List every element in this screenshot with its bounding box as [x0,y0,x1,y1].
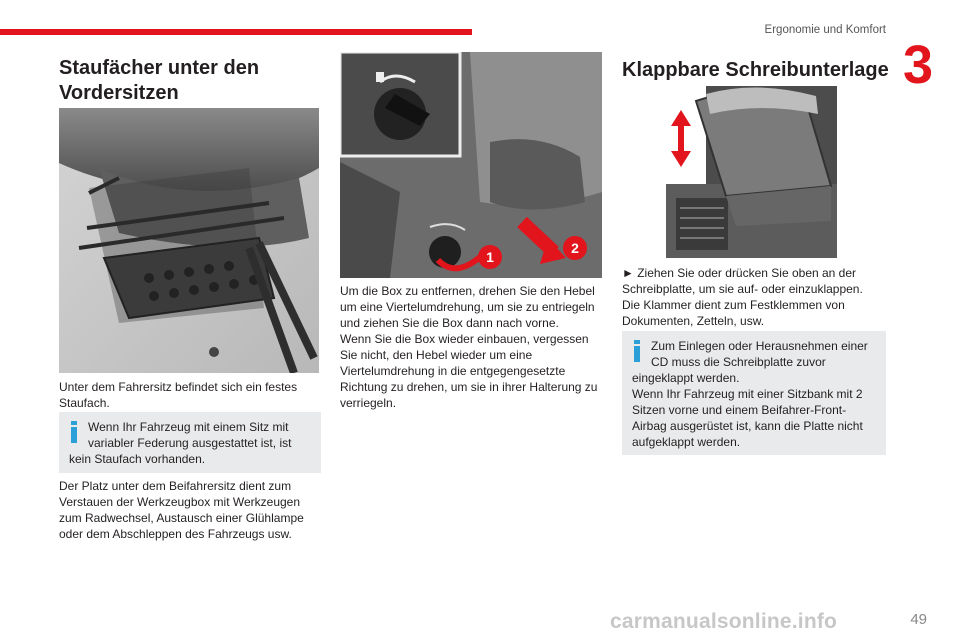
toolbox-illustration: 1 2 [340,52,602,278]
callout-1-label: 1 [486,249,494,265]
right-info-box: Zum Einlegen oder Herausnehmen einer CD … [622,331,886,455]
info-icon [631,340,643,362]
right-paragraph-2: Die Klammer dient zum Festklemmen von Do… [622,298,845,328]
left-info-box: Wenn Ihr Fahrzeug mit einem Sitz mit var… [59,412,321,473]
heading-writing-board: Klappbare Schreibunterlage [622,59,889,81]
section-title: Ergonomie und Komfort [764,24,886,36]
right-info-text-1: Zum Einlegen oder Herausnehmen einer CD … [632,339,868,385]
left-info-text: Wenn Ihr Fahrzeug mit einem Sitz mit var… [69,420,292,466]
middle-paragraph-2: Wenn Sie die Box wieder einbauen, verges… [340,332,598,410]
watermark: carmanualsonline.info [610,610,838,633]
seat-storage-illustration [59,108,319,373]
middle-paragraph-1: Um die Box zu entfernen, drehen Sie den … [340,284,595,330]
page-number: 49 [910,611,927,628]
heading-storage-under-seats: Staufächer unter den Vordersitzen [59,57,260,104]
info-icon [68,421,80,443]
right-info-text-2: Wenn Ihr Fahrzeug mit einer Sitzbank mit… [632,387,863,449]
left-paragraph-2: Der Platz unter dem Beifahrersitz dient … [59,479,304,541]
header-accent-bar [0,29,472,35]
right-paragraph-1: ► Ziehen Sie oder drücken Sie oben an de… [622,266,863,296]
callout-2-label: 2 [571,240,579,256]
writing-board-illustration [666,86,837,258]
chapter-number: 3 [903,35,934,95]
left-paragraph-1: Unter dem Fahrersitz befindet sich ein f… [59,380,298,410]
